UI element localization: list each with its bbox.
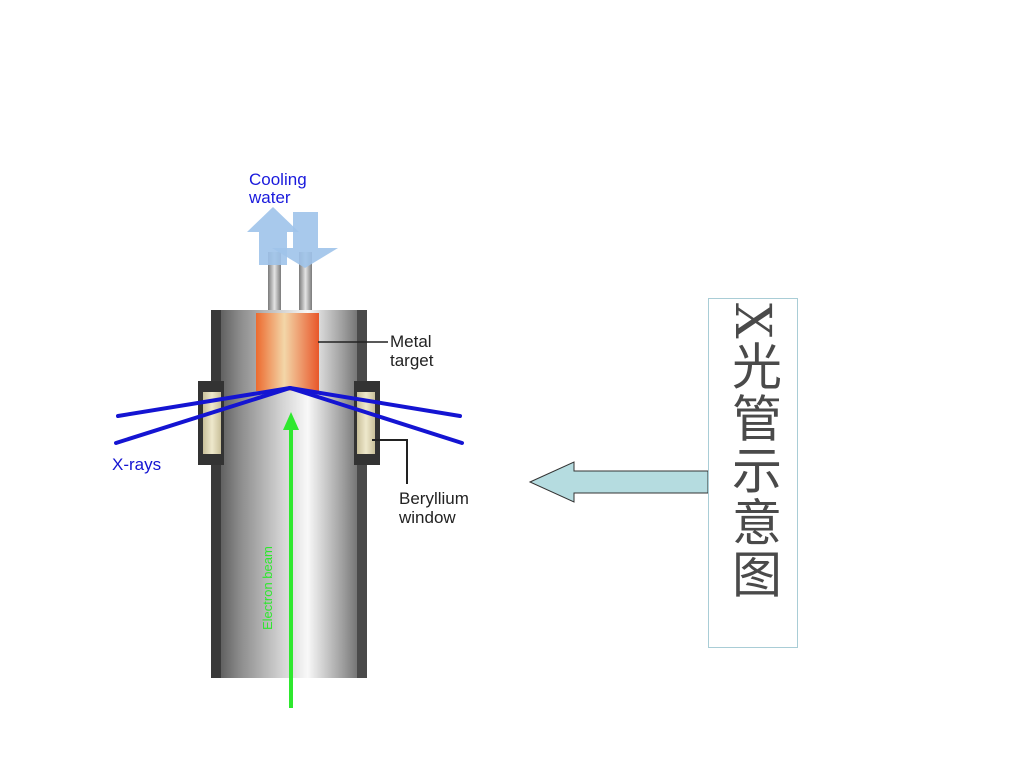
cooling-water-label: Cooling water [248,170,311,207]
metal-target-label: Metal target [390,332,436,370]
cooling-label-line-1: Cooling [249,170,307,189]
x-ray-beams [114,386,464,445]
beryllium-window-leader [372,439,408,484]
title-box: X光管示意图 [708,298,798,648]
pointer-arrow [528,461,709,503]
electron-beam-arrowhead [283,412,299,430]
cooling-pipe-left [268,252,281,312]
beryllium-window-left [203,392,221,454]
cooling-label-line-2: water [248,188,291,207]
metal-target-line-1: Metal [390,332,432,351]
electron-beam-label: Electron beam [260,546,275,630]
beryllium-window-right [357,392,375,454]
metal-target-line-2: target [390,351,434,370]
cooling-pipe-right [299,252,312,312]
tube-wall-right [357,310,367,678]
metal-target [256,313,319,391]
beryllium-line-2: window [398,508,456,527]
title-text: X光管示意图 [724,303,782,601]
x-rays-label: X-rays [112,455,161,474]
tube-wall-left [211,310,221,678]
beryllium-window-label: Beryllium window [398,489,474,527]
beryllium-line-1: Beryllium [399,489,469,508]
cooling-water-down-arrow [272,212,338,268]
